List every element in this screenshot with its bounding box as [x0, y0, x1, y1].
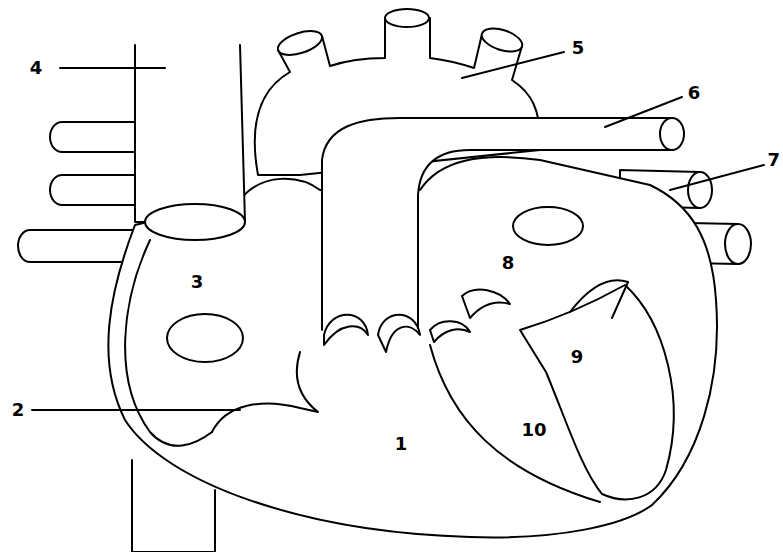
valve-cusp: [462, 290, 510, 318]
callout-number: 7: [767, 150, 780, 170]
mitral-valve: [570, 280, 628, 318]
callout-number: 10: [521, 420, 546, 440]
pulmonary-vein: [18, 230, 140, 262]
callout-number: 2: [12, 400, 25, 420]
leader-line: [605, 97, 682, 127]
leader-line: [32, 409, 240, 411]
artery-opening: [660, 118, 684, 150]
atrium-opening: [513, 207, 583, 245]
leader-line: [60, 67, 165, 69]
valve-cusp: [324, 315, 368, 345]
callout-number: 8: [502, 253, 515, 273]
callout-number: 6: [688, 83, 701, 103]
valve-cusp: [378, 315, 420, 352]
valve-cusp: [430, 321, 470, 342]
vein-opening: [725, 224, 751, 264]
left-ventricle-wall: [520, 285, 674, 499]
artery-opening: [479, 24, 525, 56]
callout-number: 1: [395, 434, 408, 454]
callout-number: 9: [571, 347, 584, 367]
callout-number: 3: [191, 272, 204, 292]
vein-opening: [688, 172, 712, 208]
callout-number: 4: [30, 58, 43, 78]
pulmonary-vein: [50, 175, 140, 205]
atrium-opening: [167, 314, 243, 362]
leader-line: [462, 52, 564, 78]
artery-opening: [275, 26, 325, 59]
superior-vena-cava: [135, 45, 245, 222]
leader-line: [670, 165, 764, 190]
tricuspid-valve: [212, 352, 318, 432]
vena-cava-opening: [145, 204, 245, 240]
callout-number: 5: [572, 38, 585, 58]
pulmonary-vein: [50, 122, 140, 152]
artery-opening: [385, 9, 429, 27]
